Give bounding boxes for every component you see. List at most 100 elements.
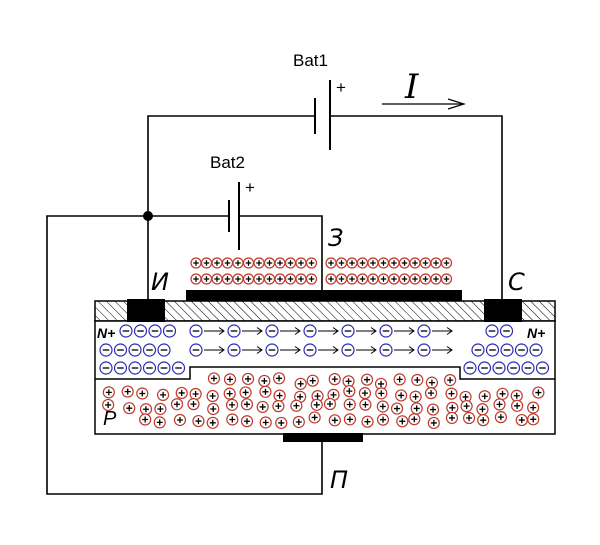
n-region-boundary <box>95 366 555 380</box>
n-plus-electron <box>162 324 177 338</box>
gate-positive-charge <box>274 257 286 269</box>
p-region-hole <box>427 416 440 430</box>
wire-source-to-bat1 <box>147 115 315 300</box>
n-plus-electron <box>128 361 142 375</box>
gate-positive-charge <box>346 257 358 269</box>
n-plus-electron <box>514 343 529 357</box>
p-region-label: P <box>103 408 117 430</box>
n-plus-electron <box>535 361 550 375</box>
gate-positive-charge <box>346 273 358 285</box>
gate-positive-charge <box>221 257 234 269</box>
electron-drift-arrow <box>242 346 263 354</box>
gate-positive-charge <box>409 273 421 285</box>
n-plus-electron <box>499 324 514 338</box>
gate-positive-charge <box>221 273 234 285</box>
p-region-hole <box>462 411 476 425</box>
p-region-hole <box>154 402 167 416</box>
p-region-hole <box>290 399 303 412</box>
electron-drift-arrow <box>394 346 415 354</box>
p-region-hole <box>343 398 356 411</box>
p-region-hole <box>223 373 237 386</box>
gate-positive-charge <box>388 273 400 285</box>
circuit-wires <box>46 115 503 495</box>
p-region-hole <box>239 386 252 399</box>
p-region-hole <box>192 414 205 428</box>
wire-bat2-to-gate <box>239 215 323 290</box>
gate-positive-charge <box>356 273 369 285</box>
n-plus-electron <box>142 361 157 375</box>
electron-drift-arrow <box>356 327 377 335</box>
p-region-hole <box>292 415 305 429</box>
n-plus-electron <box>485 343 500 357</box>
p-region-hole <box>259 416 272 429</box>
electron-drift-arrow <box>242 327 263 335</box>
p-region-hole <box>173 413 187 427</box>
gate-positive-charge <box>274 273 286 285</box>
channel-electron <box>265 343 279 357</box>
electron-drift-arrow <box>280 327 301 335</box>
p-region-hole <box>446 401 459 414</box>
channel-electron <box>341 343 355 357</box>
p-region-hole <box>136 387 149 400</box>
gate-positive-charge <box>430 257 442 269</box>
n-plus-electron <box>171 361 186 375</box>
gate-positive-charge <box>253 257 265 269</box>
channel-electron <box>227 324 241 338</box>
p-region-hole <box>477 414 490 427</box>
p-region-hole <box>294 377 307 390</box>
wire-node-to-substrate <box>46 215 323 495</box>
electron-drift-arrow <box>432 346 453 354</box>
channel-electron <box>417 324 431 338</box>
gate-positive-charge <box>398 257 411 269</box>
p-region-hole <box>275 416 288 430</box>
p-region-hole <box>308 411 321 424</box>
gate-positive-charge <box>305 273 318 285</box>
p-region-hole <box>102 398 115 412</box>
gate-positive-charge <box>242 257 255 269</box>
gate-positive-charge <box>367 257 379 269</box>
semiconductor-body <box>94 320 556 435</box>
channel-electron <box>417 343 431 357</box>
gate-positive-charge <box>419 257 432 269</box>
n-plus-electron <box>477 361 492 375</box>
p-region-hole <box>273 389 286 402</box>
n-plus-electron <box>157 361 171 375</box>
p-region-hole <box>393 373 406 386</box>
current-label: I <box>404 67 419 107</box>
p-region-hole <box>460 400 473 413</box>
gate-positive-charges <box>190 257 453 285</box>
p-region-hole <box>241 372 255 386</box>
drain-contact <box>484 299 522 322</box>
n-plus-electron <box>492 361 506 375</box>
p-region-hole <box>532 386 545 399</box>
p-region-hole <box>358 387 372 400</box>
n-plus-electron <box>113 361 128 375</box>
p-region-hole <box>361 415 374 428</box>
gate-positive-charge <box>335 273 348 285</box>
bat1-plus-sign: + <box>336 78 346 97</box>
channel-electron <box>303 324 317 338</box>
gate-positive-charge <box>263 273 276 285</box>
p-region-hole <box>445 411 459 425</box>
p-region-hole <box>424 387 438 400</box>
electron-drift-arrow <box>204 346 225 354</box>
p-region-hole <box>343 385 356 398</box>
p-region-hole <box>445 387 458 400</box>
n-plus-electron <box>113 343 128 357</box>
gate-positive-charge <box>232 257 244 269</box>
channel-electron <box>341 324 355 338</box>
electron-drift-arrow <box>356 346 377 354</box>
p-region-hole <box>375 387 388 400</box>
channel-electron <box>379 324 393 338</box>
device-body <box>94 290 556 442</box>
p-region-hole <box>272 400 285 413</box>
gate-positive-charge <box>430 273 442 285</box>
p-region-hole <box>189 387 202 401</box>
p-region-hole <box>156 388 170 401</box>
p-region-hole <box>207 402 220 416</box>
channel-electron <box>379 343 393 357</box>
p-region-hole <box>511 399 524 412</box>
p-region-hole <box>426 403 440 416</box>
n-plus-electron <box>485 324 499 338</box>
p-region-hole <box>139 413 152 426</box>
